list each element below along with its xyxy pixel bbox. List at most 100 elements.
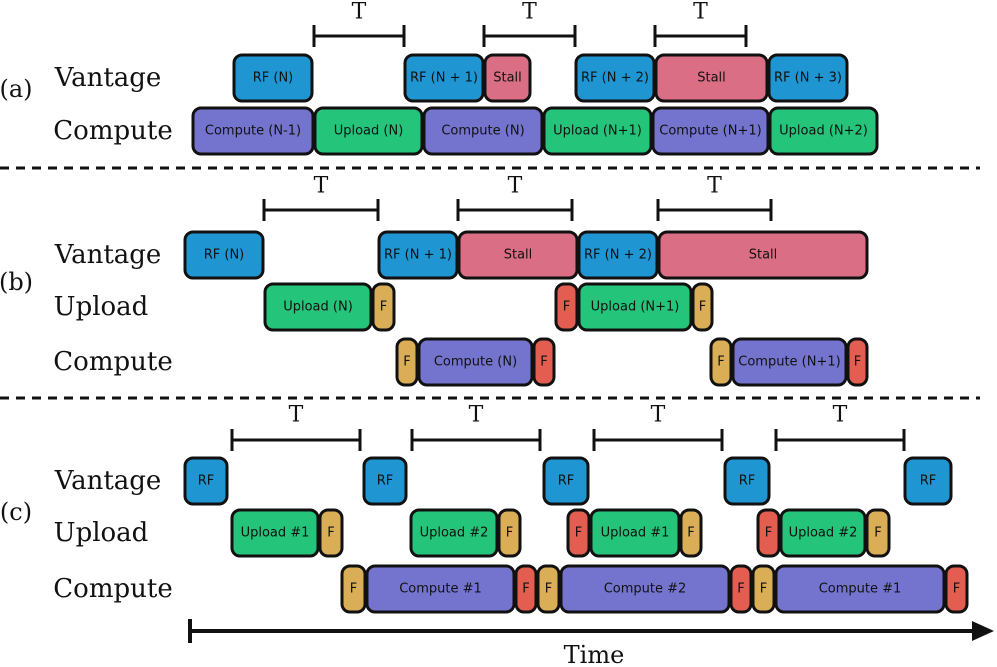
row-label-vantage: Vantage — [54, 466, 162, 496]
block-label: Upload #2 — [420, 526, 489, 541]
f-out-block-shape — [532, 337, 556, 387]
compute-block: Compute (N+1) — [731, 337, 848, 387]
block-label: RF — [377, 474, 394, 489]
compute-block: Compute (N-1) — [191, 106, 315, 156]
block-label: Stall — [504, 248, 533, 263]
f-in-block: F — [709, 337, 733, 387]
block-label: F — [874, 526, 881, 541]
f-in-block-shape — [497, 508, 522, 558]
compute-block: Compute #1 — [774, 564, 946, 614]
period-label: T — [651, 403, 666, 428]
period-label: T — [352, 0, 367, 25]
period-marker: T — [653, 0, 748, 47]
f-in-block-shape — [751, 564, 776, 614]
block-label: Upload #1 — [241, 526, 310, 541]
block-label: RF — [198, 474, 215, 489]
f-out-block-shape — [944, 564, 969, 614]
rf-block: RF — [362, 456, 408, 506]
block-label: Compute (N) — [441, 124, 524, 139]
rf-block-shape — [183, 230, 265, 280]
f-in-block-shape — [371, 282, 396, 332]
block-label: F — [687, 526, 694, 541]
period-label: T — [833, 403, 848, 428]
section-label: (a) — [0, 75, 33, 103]
f-in-block: F — [395, 337, 419, 387]
arrowhead-icon — [972, 621, 994, 641]
f-out-block-shape — [729, 564, 753, 614]
f-out-block-shape — [846, 337, 869, 387]
rf-block-shape — [542, 456, 590, 506]
f-in-block: F — [751, 564, 776, 614]
rf-block-shape — [232, 53, 314, 103]
compute-block: Compute (N) — [422, 106, 544, 156]
f-in-block-shape — [865, 508, 891, 558]
period-marker: T — [312, 0, 406, 47]
period-marker: T — [656, 174, 773, 221]
period-marker: T — [592, 403, 724, 451]
block-label: Upload (N) — [283, 300, 353, 315]
block-label: F — [717, 355, 724, 370]
block-label: RF (N) — [204, 248, 245, 263]
f-in-block: F — [497, 508, 522, 558]
block-label: Upload #2 — [789, 526, 858, 541]
f-in-block-shape — [340, 564, 367, 614]
f-out-block-shape — [566, 508, 591, 558]
rf-block: RF (N + 3) — [767, 53, 849, 103]
f-out-block: F — [846, 337, 869, 387]
stall-block-shape — [657, 230, 869, 280]
block-label: F — [854, 355, 861, 370]
period-marker: T — [230, 403, 362, 451]
block-label: Upload (N) — [334, 124, 404, 139]
rf-block: RF (N) — [232, 53, 314, 103]
block-label: Upload (N+2) — [779, 124, 868, 139]
f-out-block: F — [554, 282, 579, 332]
upload-block-shape — [313, 106, 424, 156]
period-label: T — [522, 0, 537, 25]
block-label: F — [563, 300, 570, 315]
block-label: RF (N + 1) — [410, 71, 478, 86]
f-in-block-shape — [536, 564, 561, 614]
f-in-block: F — [536, 564, 561, 614]
block-label: RF (N + 2) — [584, 248, 652, 263]
rf-block: RF (N + 2) — [574, 53, 656, 103]
period-marker: T — [262, 174, 380, 221]
block-label: RF (N + 3) — [774, 71, 842, 86]
block-label: F — [540, 355, 547, 370]
rf-block-shape — [183, 456, 229, 506]
rf-block-shape — [723, 456, 771, 506]
f-in-block: F — [691, 282, 714, 332]
row-label-upload: Upload — [54, 292, 149, 322]
rf-block-shape — [577, 230, 659, 280]
upload-block-shape — [768, 106, 879, 156]
rf-block: RF (N + 2) — [577, 230, 659, 280]
block-label: Upload (N+1) — [591, 300, 680, 315]
upload-block-shape — [409, 508, 499, 558]
f-in-block-shape — [709, 337, 733, 387]
upload-block-shape — [542, 106, 653, 156]
block-label: Stall — [749, 248, 778, 263]
f-in-block: F — [679, 508, 703, 558]
upload-block: Upload #1 — [230, 508, 320, 558]
rf-block: RF — [903, 456, 953, 506]
stall-block-shape — [654, 53, 769, 103]
block-label: Compute (N) — [434, 355, 517, 370]
f-out-block-shape — [554, 282, 579, 332]
f-out-block: F — [514, 564, 538, 614]
row-label-upload: Upload — [54, 518, 149, 548]
row-label-compute: Compute — [53, 347, 172, 377]
block-label: F — [522, 582, 529, 597]
row-label-compute: Compute — [53, 116, 172, 146]
rf-block-shape — [574, 53, 656, 103]
period-label: T — [469, 403, 484, 428]
time-axis: Time — [188, 619, 994, 667]
compute-block: Compute #1 — [365, 564, 516, 614]
rf-block-shape — [903, 456, 953, 506]
rf-block: RF (N + 1) — [377, 230, 459, 280]
compute-block-shape — [365, 564, 516, 614]
block-label: Compute #2 — [604, 582, 687, 597]
f-in-block: F — [865, 508, 891, 558]
row-label-compute: Compute — [53, 574, 172, 604]
block-label: Upload (N+1) — [553, 124, 642, 139]
period-label: T — [289, 403, 304, 428]
